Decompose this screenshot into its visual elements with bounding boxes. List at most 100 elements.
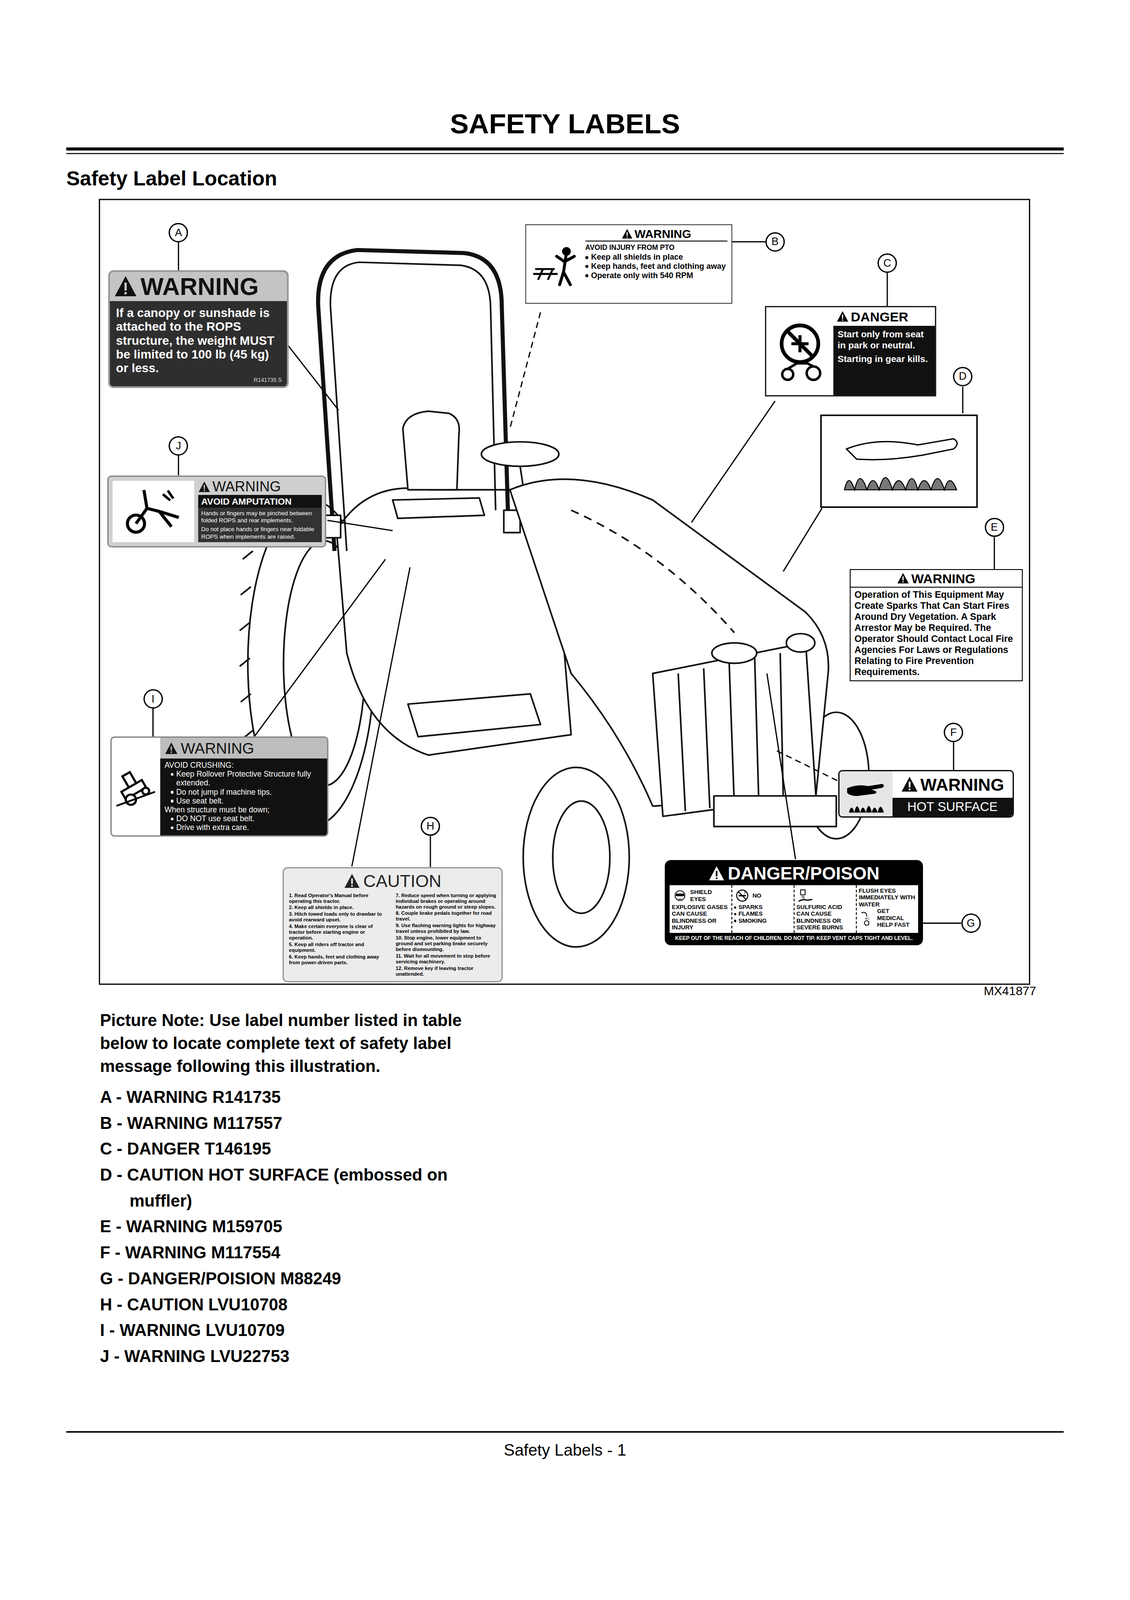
section-heading: Safety Label Location xyxy=(66,167,278,190)
warning-triangle xyxy=(900,775,919,793)
label-heading: DANGER xyxy=(851,309,909,324)
bullet-dot xyxy=(170,799,174,803)
label-body: WARNINGHOT SURFACE xyxy=(892,771,1013,817)
safety-label: WARNINGAVOID INJURY FROM PTOKeep all shi… xyxy=(525,224,733,304)
pictogram xyxy=(117,480,189,543)
warning-triangle xyxy=(198,480,211,494)
warning-triangle xyxy=(836,310,849,323)
label-text: 11. Wait for all movement to stop before… xyxy=(395,952,497,965)
label-body: WARNINGAVOID CRUSHING:Keep Rollover Prot… xyxy=(160,737,328,835)
label-row: WARNINGAVOID AMPUTATIONHands or fingers … xyxy=(108,476,326,547)
label-row: WARNING xyxy=(109,271,287,302)
label-row: DANGER/POISON xyxy=(666,861,922,886)
label-heading: WARNING xyxy=(911,571,976,586)
label-row: WARNINGAVOID CRUSHING:Keep Rollover Prot… xyxy=(111,737,328,835)
label-body: 1. Read Operator's Manual before operati… xyxy=(289,892,497,977)
label-text: 8. Couple brake pedals together for road… xyxy=(395,910,497,922)
label-text: 3. Hitch towed loads only to drawbar to … xyxy=(289,911,390,923)
picture-note-box: Picture Note: Use label number listed in… xyxy=(99,1008,503,1078)
label-text: 5. Keep all riders off tractor and equip… xyxy=(289,941,390,953)
callout-letter: A xyxy=(168,222,189,243)
bullet-dot xyxy=(734,912,737,916)
label-row: WARNING xyxy=(160,737,328,759)
label-footer: KEEP OUT OF THE REACH OF CHILDREN. DO NO… xyxy=(666,932,922,944)
label-text: AVOID INJURY FROM PTO xyxy=(585,241,728,253)
pictogram xyxy=(671,887,689,904)
label-text: F xyxy=(950,726,957,738)
label-heading: WARNING xyxy=(920,775,1005,795)
label-heading: CAUTION xyxy=(363,871,442,891)
bullet-item: Keep hands, feet and clothing away xyxy=(585,261,728,272)
list-item: F - WARNING M117554 xyxy=(99,1239,503,1266)
label-text: G xyxy=(966,917,976,929)
bullet-item: Keep Rollover Protective Structure fully… xyxy=(170,769,324,788)
page-footer: Safety Labels - 1 xyxy=(503,1441,626,1460)
label-body: If a canopy or sunshade is attached to t… xyxy=(109,301,287,377)
callout-letter: H xyxy=(420,816,441,837)
label-text: AVOID CRUSHING: xyxy=(164,760,324,770)
safety-label: WARNINGIf a canopy or sunshade is attach… xyxy=(108,270,289,388)
page-title: SAFETY LABELS xyxy=(0,108,1130,140)
callout-leader xyxy=(886,272,889,306)
label-row: DANGER xyxy=(833,307,935,326)
label-row: SHIELD EYES xyxy=(671,887,730,904)
callout-leader xyxy=(952,742,955,771)
warning-triangle xyxy=(113,274,138,298)
label-text: Do not jump if machine tips. xyxy=(176,787,323,797)
callout-letter: C xyxy=(877,253,897,273)
label-row: WARNING xyxy=(585,227,728,242)
label-text: 10. Stop engine, lower equipment to grou… xyxy=(395,934,497,953)
callout-leader xyxy=(152,708,154,737)
label-row: WARNING xyxy=(198,478,323,495)
label-body: WARNINGAVOID AMPUTATIONHands or fingers … xyxy=(198,476,325,547)
callout-letter: B xyxy=(765,232,785,252)
label-column: FLUSH EYES IMMEDIATELY WITH WATERGET MED… xyxy=(855,885,919,933)
label-text: Keep all shields in place xyxy=(591,252,728,262)
list-item: B - WARNING M117557 xyxy=(99,1110,503,1137)
label-text: I xyxy=(151,693,155,705)
pictogram xyxy=(796,887,815,904)
figure-number: MX41877 xyxy=(897,984,1036,999)
bullet-dot xyxy=(170,826,174,830)
label-heading: WARNING xyxy=(212,478,281,495)
label-text: SHIELD EYES xyxy=(690,888,730,903)
label-column: NOSPARKSFLAMESSMOKING xyxy=(731,885,794,933)
label-row: NO xyxy=(734,887,792,904)
label-text: Start only from seat in park or neutral. xyxy=(837,328,931,351)
label-heading: DANGER/POISON xyxy=(727,863,880,883)
list-item: H - CAUTION LVU10708 xyxy=(99,1291,503,1318)
list-item: D - CAUTION HOT SURFACE (embossed on muf… xyxy=(99,1161,503,1214)
footer-box: Safety Labels - 1 xyxy=(0,1441,1130,1460)
bullet-item: Keep all shields in place xyxy=(585,252,728,262)
label-text: B xyxy=(771,236,779,247)
label-text: D xyxy=(958,370,967,382)
section-heading-box: Safety Label Location xyxy=(66,167,278,190)
callout-letter: F xyxy=(943,722,964,743)
label-text: NO xyxy=(752,892,762,899)
callout-leader xyxy=(922,922,962,924)
callout-letter: G xyxy=(961,913,981,933)
list-item: E - WARNING M159705 xyxy=(99,1213,503,1240)
bullet-dot xyxy=(585,256,589,260)
label-heading: WARNING xyxy=(140,273,259,301)
safety-label: DANGER/POISONSHIELD EYESEXPLOSIVE GASES … xyxy=(664,859,923,946)
icon-panel xyxy=(839,771,893,817)
label-row: CAUTION xyxy=(289,871,497,891)
bullet-item: SPARKS xyxy=(734,903,792,911)
label-text: When structure must be down; xyxy=(164,805,324,814)
safety-label: CAUTION1. Read Operator's Manual before … xyxy=(282,866,503,983)
label-text: 4. Make certain everyone is clear of tra… xyxy=(289,923,390,941)
label-text: FLUSH EYES IMMEDIATELY WITH WATER xyxy=(858,887,916,908)
label-text: AVOID AMPUTATION xyxy=(198,494,323,508)
label-text: Use seat belt. xyxy=(176,796,323,806)
label-body: Operation of This Equipment May Create S… xyxy=(850,587,1023,681)
pictogram xyxy=(858,909,875,927)
label-heading: WARNING xyxy=(634,227,692,242)
safety-label: WARNINGAVOID CRUSHING:Keep Rollover Prot… xyxy=(110,736,329,837)
label-row: DANGER Start only from seat in park or ne… xyxy=(766,307,935,396)
label-column: SULFURIC ACID CAN CAUSE BLINDNESS OR SEV… xyxy=(793,885,856,933)
list-item: I - WARNING LVU10709 xyxy=(99,1317,503,1344)
label-body: DANGER Start only from seat in park or ne… xyxy=(833,307,935,396)
list-item: J - WARNING LVU22753 xyxy=(99,1343,503,1370)
